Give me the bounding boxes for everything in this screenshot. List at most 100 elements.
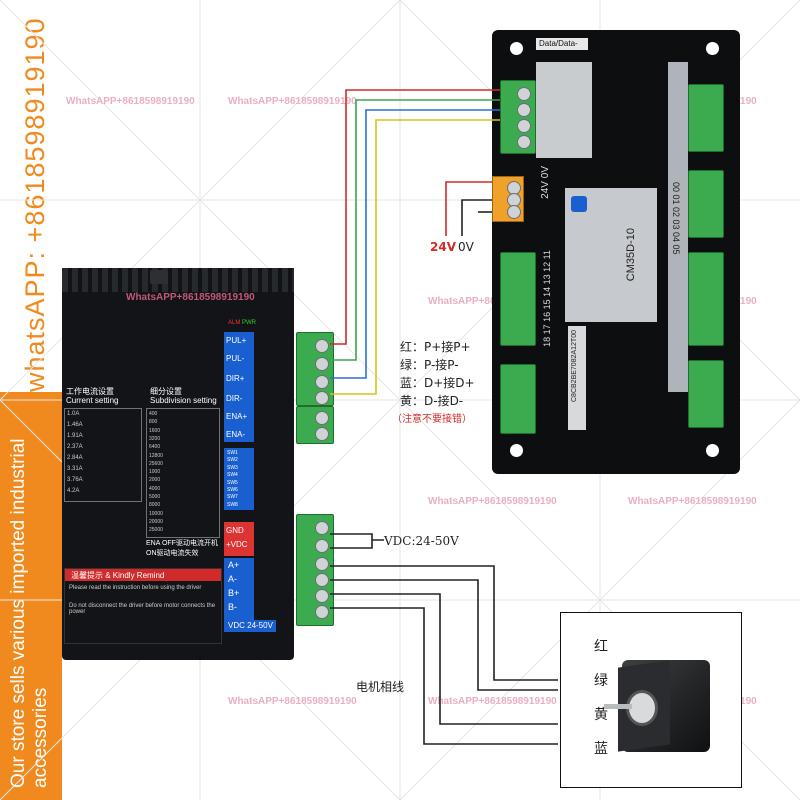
map-line-red: 红：P+接P+ — [400, 340, 471, 354]
dip-switch-label: SW6 — [227, 487, 238, 493]
controller-top-label: Data/Data- — [539, 39, 578, 48]
ena-note: ENA OFF驱动电流开机 ON驱动电流失效 — [146, 540, 218, 557]
terminal-screw — [315, 589, 329, 603]
controller-terminal-right-3[interactable] — [688, 252, 724, 346]
motor-wire-yellow: 黄 — [594, 707, 608, 723]
right-pin-text: 00 01 02 03 04 05 — [671, 182, 681, 255]
mount-hole — [510, 42, 523, 55]
serial-sticker: C8CB2BE7082A12T00 — [568, 326, 586, 430]
label-b-minus: B- — [228, 602, 237, 612]
mount-hole — [706, 444, 719, 457]
wire-a-plus — [330, 565, 558, 681]
stepper-driver: WhatsAPP+8618598919190 工作电流设置 Current se… — [62, 268, 294, 660]
signal-panel: PUL+ PUL- DIR+ DIR- ENA+ ENA- — [224, 332, 254, 442]
dip-switch-label: SW2 — [227, 457, 238, 464]
subdiv-row: 800 — [149, 419, 158, 426]
label-vdc-range: VDC 24-50V — [228, 621, 273, 630]
subdiv-row: 3200 — [149, 435, 161, 442]
subdiv-row: 400 — [149, 411, 158, 417]
controller-terminal-right-4[interactable] — [688, 360, 724, 428]
wire-blue-dir-plus — [330, 109, 500, 379]
wire-green-pul-minus — [330, 99, 500, 361]
label-ena-minus: ENA- — [226, 430, 246, 439]
motor-box — [560, 612, 742, 788]
motor-wire-red: 红 — [594, 639, 608, 655]
warning-line1: Please read the instruction before using… — [69, 585, 202, 591]
promo-strip-bottom — [0, 392, 62, 800]
label-alm: ALM — [228, 320, 241, 326]
terminal-screw — [315, 427, 329, 441]
terminal-screw — [315, 605, 329, 619]
terminal-screw — [315, 573, 329, 587]
current-row: 2.37A — [67, 444, 83, 450]
label-vdc-plus: +VDC — [226, 540, 248, 549]
current-row: 1.0A — [67, 411, 80, 417]
wire-0v — [461, 199, 492, 236]
current-row: 3.76A — [67, 477, 83, 483]
controller-terminal-right-2[interactable] — [688, 170, 724, 238]
subdiv-row: 25600 — [149, 460, 163, 467]
terminal-screw — [315, 539, 329, 553]
subdiv-row: 25000 — [149, 527, 163, 534]
label-gnd: GND — [226, 526, 244, 535]
terminal-screw — [315, 557, 329, 571]
power-motor-terminal-block[interactable] — [296, 514, 334, 626]
subdiv-row: 6400 — [149, 444, 161, 451]
motor-wire-green: 绿 — [594, 673, 608, 689]
watermark: WhatsAPP+8618598919190 — [228, 96, 357, 107]
dip-switch-label: SW3 — [227, 464, 238, 471]
ena-terminal-block[interactable] — [296, 406, 334, 444]
map-line-green: 绿：P-接P- — [400, 358, 459, 372]
label-a-minus: A- — [228, 574, 237, 584]
power-panel: GND +VDC — [224, 522, 254, 556]
warning-box: 温馨提示 & Kindly Remind Please read the ins… — [64, 568, 222, 644]
current-title-cn: 工作电流设置 — [66, 387, 114, 396]
motor-shaft — [604, 704, 632, 709]
terminal-screw — [517, 103, 531, 117]
terminal-screw — [315, 339, 329, 353]
terminal-screw — [315, 357, 329, 371]
map-line-blue: 蓝：D+接D+ — [400, 376, 475, 390]
signal-terminal-block[interactable] — [296, 332, 334, 406]
current-title: Current setting — [66, 396, 119, 405]
warning-title: 温馨提示 & Kindly Remind — [71, 571, 165, 580]
controller-terminal-io-left-2[interactable] — [500, 364, 536, 434]
controller-terminal-right-1[interactable] — [688, 84, 724, 152]
terminal-screw — [315, 521, 329, 535]
subdiv-title: Subdivision setting — [150, 396, 217, 405]
controller-terminal-signal[interactable] — [500, 80, 536, 154]
wire-b-minus — [330, 607, 558, 745]
controller-terminal-io-left[interactable] — [500, 252, 536, 346]
current-row: 1.46A — [67, 422, 83, 428]
wire-a-minus — [330, 579, 558, 691]
label-dir-plus: DIR+ — [226, 374, 245, 383]
motor-phase-label: 电机相线 — [356, 680, 405, 694]
dip-switch-label: SW8 — [227, 501, 238, 508]
promo-strip: whatsAPP: +8618598919190 Our store sells… — [0, 0, 62, 800]
dip-switch-label: SW7 — [227, 494, 238, 501]
subdiv-title-cn: 细分设置 — [150, 387, 182, 396]
terminal-screw — [315, 375, 329, 389]
watermark: WhatsAPP+8618598919190 — [126, 292, 255, 303]
subdiv-row: 10000 — [149, 510, 163, 517]
label-ena-plus: ENA+ — [226, 412, 248, 421]
wire-vdc — [330, 540, 373, 549]
terminal-screw — [517, 119, 531, 133]
label-0v: 0V — [458, 240, 474, 254]
wire-red-pul-plus — [330, 89, 500, 345]
controller-label-plate: CM35D-10 — [565, 188, 657, 322]
right-sticker: 00 01 02 03 04 05 — [668, 62, 688, 392]
dip-switch-label: SW1 — [227, 450, 238, 456]
warning-header: 温馨提示 & Kindly Remind — [65, 569, 221, 581]
terminal-screw — [507, 205, 521, 219]
subdiv-row: 12800 — [149, 452, 163, 459]
brand-logo — [571, 196, 587, 212]
current-row: 2.84A — [67, 455, 83, 461]
watermark: WhatsAPP+8618598919190 — [66, 96, 195, 107]
warning-note: （注意不要接错） — [392, 414, 472, 425]
controller-power-terminal[interactable] — [492, 176, 524, 222]
label-b-plus: B+ — [228, 588, 240, 598]
